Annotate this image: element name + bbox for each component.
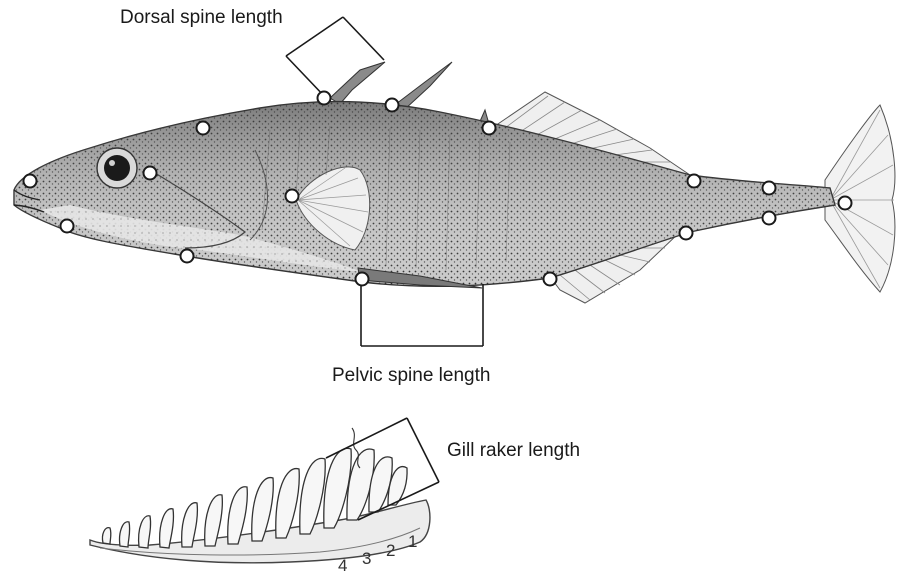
second-dorsal-spine xyxy=(396,62,452,110)
landmark-point xyxy=(24,175,37,188)
landmark-point xyxy=(763,212,776,225)
fish-illustration xyxy=(14,62,895,303)
raker-number-3: 3 xyxy=(362,549,371,569)
raker-number-4: 4 xyxy=(338,556,347,576)
landmark-point xyxy=(356,273,369,286)
landmark-point xyxy=(386,99,399,112)
landmark-point xyxy=(181,250,194,263)
raker-number-2: 2 xyxy=(386,541,395,561)
landmark-point xyxy=(688,175,701,188)
caudal-fin xyxy=(825,105,895,292)
landmark-point xyxy=(544,273,557,286)
first-dorsal-spine xyxy=(330,62,385,104)
landmark-point xyxy=(483,122,496,135)
dorsal-spine-label: Dorsal spine length xyxy=(120,7,283,29)
gill-raker xyxy=(120,522,130,547)
gill-raker xyxy=(160,509,174,548)
landmark-point xyxy=(680,227,693,240)
gill-raker xyxy=(102,528,110,544)
landmark-point xyxy=(61,220,74,233)
gill-raker-label: Gill raker length xyxy=(447,440,580,462)
landmark-point xyxy=(144,167,157,180)
landmark-point xyxy=(197,122,210,135)
landmark-point xyxy=(763,182,776,195)
pelvic-spine-label: Pelvic spine length xyxy=(332,365,490,387)
pelvic-spine-bracket xyxy=(361,284,483,346)
raker-number-1: 1 xyxy=(408,532,417,552)
landmark-point xyxy=(286,190,299,203)
landmark-point xyxy=(839,197,852,210)
dorsal-spine-bracket xyxy=(286,17,384,98)
gill-raker xyxy=(139,516,151,548)
landmark-point xyxy=(318,92,331,105)
